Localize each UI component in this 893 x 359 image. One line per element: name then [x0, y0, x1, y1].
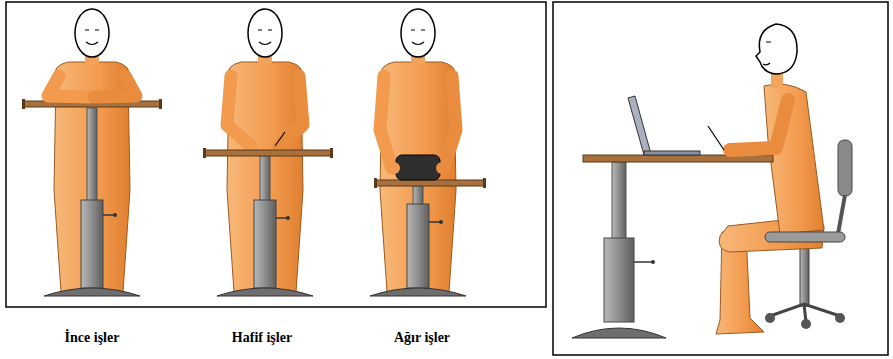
- standing-worker-light: [203, 9, 333, 296]
- standing-worker-fine-part: [113, 213, 117, 217]
- standing-worker-heavy-part: [436, 162, 448, 174]
- seated-worker-part: [765, 232, 845, 242]
- standing-worker-fine-part: [75, 9, 109, 57]
- standing-worker-heavy-part: [380, 62, 456, 292]
- standing-worker-heavy-part: [380, 76, 392, 168]
- seated-worker-part: [644, 151, 700, 155]
- standing-worker-light-part: [276, 217, 287, 219]
- standing-worker-heavy-part: [407, 204, 429, 288]
- seated-worker-part: [756, 24, 797, 74]
- seated-worker-part: [838, 140, 852, 196]
- standing-worker-fine-part: [44, 288, 140, 296]
- seated-worker-part: [572, 328, 666, 338]
- standing-worker-fine-part: [22, 99, 25, 109]
- seated-worker-part: [612, 162, 626, 242]
- seated-worker: [572, 24, 852, 338]
- seated-worker-part: [835, 313, 845, 323]
- standing-worker-light-part: [286, 216, 290, 220]
- standing-worker-heavy-part: [429, 221, 440, 223]
- standing-worker-fine-part: [81, 200, 103, 288]
- seated-worker-part: [838, 195, 845, 234]
- panel-frame: [553, 2, 888, 355]
- standing-worker-heavy: [370, 9, 486, 296]
- standing-worker-light-part: [227, 76, 251, 146]
- standing-worker-fine-part: [103, 214, 114, 216]
- standing-worker-heavy-part: [411, 30, 425, 45]
- standing-worker-light-part: [275, 132, 285, 146]
- standing-worker-fine-part: [159, 99, 162, 109]
- standing-worker-fine-part: [94, 76, 136, 97]
- standing-worker-heavy-part: [374, 178, 377, 188]
- standing-worker-heavy-part: [444, 76, 456, 168]
- standing-worker-light-part: [254, 200, 276, 288]
- seated-worker-part: [708, 126, 724, 150]
- standing-worker-light-part: [330, 148, 333, 158]
- seated-worker-part: [730, 100, 788, 150]
- seated-worker-part: [765, 313, 775, 323]
- caption-label: Hafif işler: [232, 330, 292, 346]
- standing-worker-heavy-part: [483, 178, 486, 188]
- seated-worker-part: [628, 96, 651, 155]
- standing-worker-heavy-part: [376, 180, 484, 186]
- standing-worker-heavy-part: [401, 9, 435, 57]
- seated-worker-part: [801, 319, 811, 329]
- seated-worker-part: [800, 242, 809, 306]
- standing-worker-fine: [22, 9, 162, 296]
- panel-frame: [6, 2, 546, 307]
- seated-worker-part: [763, 42, 771, 65]
- standing-worker-fine-part: [85, 30, 99, 45]
- standing-worker-light-part: [227, 62, 303, 292]
- standing-worker-heavy-part: [413, 186, 423, 206]
- standing-worker-light-part: [205, 150, 331, 156]
- caption-label: İnce işler: [65, 330, 120, 346]
- standing-worker-fine-part: [87, 108, 97, 203]
- standing-worker-light-part: [217, 288, 313, 296]
- standing-worker-heavy-part: [370, 288, 466, 296]
- standing-worker-heavy-part: [396, 155, 440, 180]
- standing-worker-fine-part: [48, 76, 90, 97]
- seated-worker-part: [604, 238, 634, 322]
- standing-worker-heavy-part: [388, 162, 400, 174]
- standing-worker-light-part: [260, 156, 270, 206]
- standing-worker-heavy-part: [439, 220, 443, 224]
- standing-worker-light-part: [258, 30, 272, 45]
- seated-worker-part: [634, 261, 652, 263]
- standing-worker-light-part: [203, 148, 206, 158]
- seated-worker-part: [651, 260, 655, 264]
- standing-worker-light-part: [248, 9, 282, 57]
- caption-label: Ağır işler: [394, 330, 450, 346]
